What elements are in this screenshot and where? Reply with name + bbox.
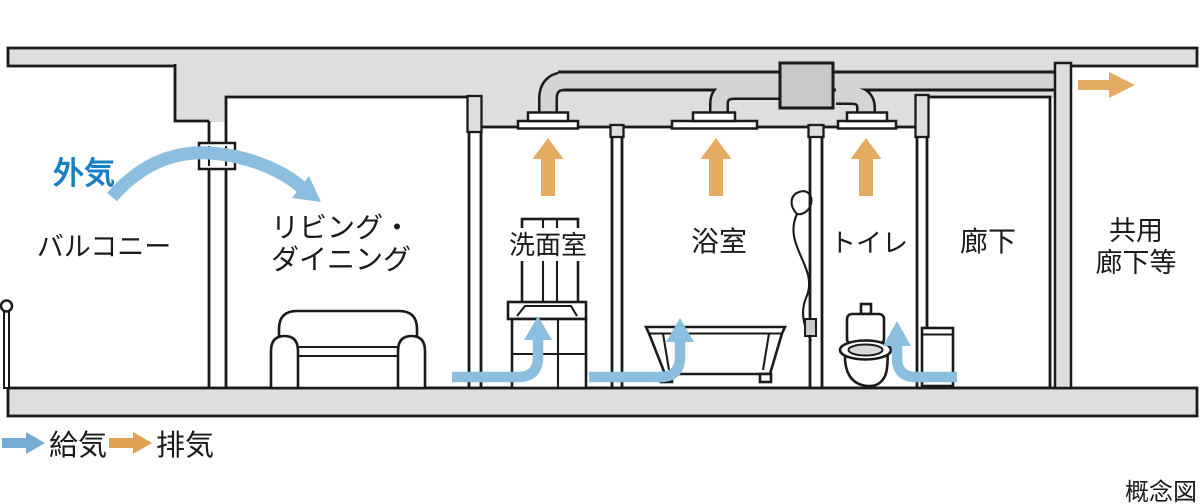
- toilet-ceiling-vent: [836, 111, 898, 130]
- legend-exhaust-label: 排気: [156, 429, 214, 462]
- label-washroom: 洗面室: [509, 230, 587, 260]
- supply-arrowhead-bathroom: [666, 318, 694, 342]
- label-bathroom: 浴室: [691, 226, 747, 257]
- supply-arrowhead-washroom: [524, 316, 552, 340]
- supply-arrows: [452, 316, 957, 383]
- exterior-wall: [1053, 61, 1073, 390]
- sofa: [269, 309, 427, 390]
- balcony-beam-outline: [173, 64, 209, 123]
- label-washroom-bg: [506, 228, 590, 261]
- balcony-railing: [0, 299, 14, 389]
- label-corridor: 廊下: [960, 226, 1016, 257]
- wall-tab-bathroom-toilet: [807, 123, 825, 139]
- floor-slab: [6, 386, 1199, 418]
- legend-supply-arrow-icon: [2, 432, 45, 454]
- label-living-line2: ダイニング: [271, 244, 411, 275]
- balcony-beam: [175, 96, 228, 122]
- wall-tab-toilet-corridor: [914, 93, 930, 139]
- exhaust-arrow-outlet: [1078, 72, 1135, 98]
- legend: 給気 排気: [2, 429, 214, 462]
- bathroom-ceiling-vent: [670, 111, 759, 130]
- exhaust-arrow-bathroom: [700, 138, 732, 196]
- label-common-line2: 廊下等: [1096, 248, 1177, 278]
- supply-arrow-washroom: [452, 338, 544, 383]
- label-balcony: バルコニー: [37, 232, 171, 262]
- legend-exhaust-arrow-icon: [109, 432, 152, 454]
- toilet-duct: [836, 87, 874, 124]
- exhaust-arrow-toilet: [850, 138, 882, 196]
- exhaust-arrows: [532, 72, 1135, 196]
- shower: [790, 190, 817, 342]
- outside-air-label: 外気: [53, 156, 115, 191]
- diagram-caption: 概念図: [1125, 479, 1197, 504]
- washroom-duct: [540, 73, 640, 124]
- supply-arrow-bathroom: [589, 341, 686, 383]
- exhaust-arrow-washroom: [532, 138, 564, 196]
- bathroom-duct: [711, 82, 790, 124]
- exhaust-fan-unit: [778, 61, 835, 110]
- label-living-line1: リビング・: [271, 212, 411, 243]
- outside-air-arrowhead: [292, 176, 321, 202]
- outside-air-arrow: [107, 146, 321, 202]
- supply-arrowhead-toilet: [883, 321, 911, 346]
- wall-tab-living-washroom: [466, 94, 483, 134]
- legend-supply-label: 給気: [49, 429, 107, 462]
- label-common-line1: 共用: [1109, 216, 1163, 246]
- supply-arrow-toilet: [891, 345, 957, 383]
- wall-tab-washroom-bathroom: [609, 123, 625, 139]
- toilet: [838, 302, 893, 388]
- washroom-ceiling-vent: [516, 111, 580, 130]
- label-toilet: トイレ: [830, 228, 908, 258]
